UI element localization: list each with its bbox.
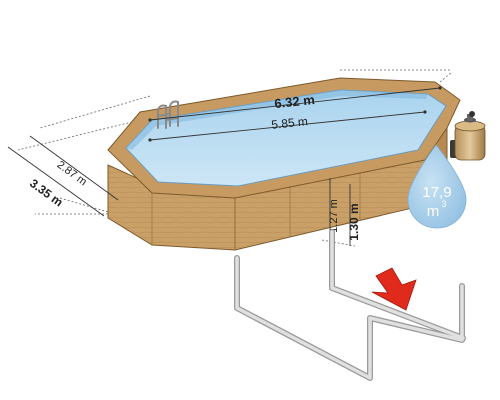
inner-height-label: 1.27 m bbox=[328, 199, 340, 233]
support-frame bbox=[234, 229, 466, 381]
volume-unit: m bbox=[427, 203, 440, 220]
water-drop-icon: 17,9 m 3 bbox=[407, 144, 467, 229]
volume-value: 17,9 bbox=[422, 184, 451, 201]
dimension-lines bbox=[7, 87, 441, 246]
volume-unit-superscript: 3 bbox=[441, 199, 446, 209]
outer-height-label: 1.30 m bbox=[347, 203, 361, 240]
sand-filter-icon bbox=[450, 111, 486, 161]
inner-length-label: 5.85 m bbox=[271, 114, 309, 132]
down-arrow-icon bbox=[371, 267, 417, 311]
outer-length-label: 6.32 m bbox=[274, 92, 316, 111]
pool-ladder-icon bbox=[157, 100, 179, 129]
outer-width-label: 3.35 m bbox=[27, 176, 65, 209]
